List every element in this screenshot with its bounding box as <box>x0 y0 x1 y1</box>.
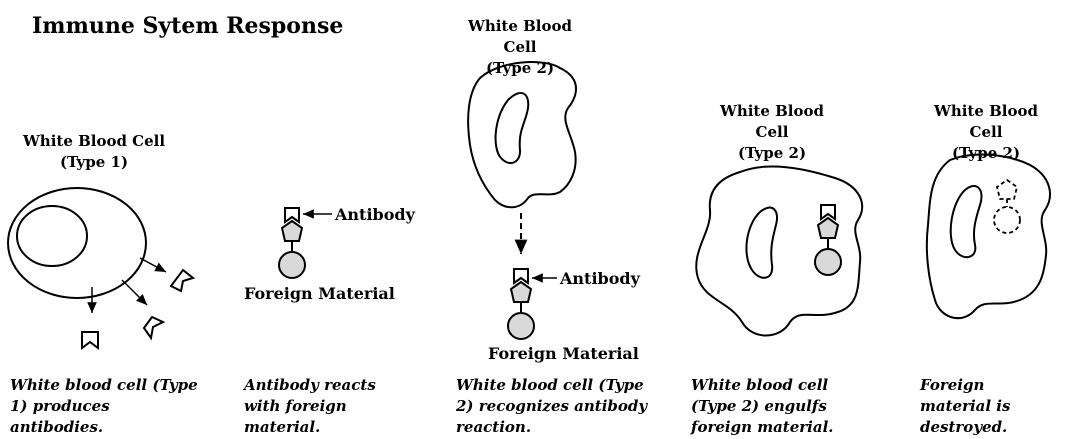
heading-line: White Blood Cell <box>10 131 178 152</box>
antibody-icon <box>511 269 531 302</box>
heading-line: White Blood Cell <box>916 101 1056 143</box>
heading-line: White Blood Cell <box>450 16 590 58</box>
antibody-label: Antibody <box>335 205 415 224</box>
heading-line: (Type 2) <box>702 143 842 164</box>
wbc-type2-engulfing-cell <box>696 166 862 335</box>
antibody-label: Antibody <box>560 269 640 288</box>
antibody-icon <box>282 208 302 241</box>
engulfed-foreign-material <box>815 249 841 275</box>
wbc-type1-cell <box>8 188 146 298</box>
caption-step-3: White blood cell (Type 2) recognizes ant… <box>456 375 656 438</box>
wbc-type1-heading: White Blood Cell (Type 1) <box>10 131 178 173</box>
heading-line: (Type 2) <box>450 58 590 79</box>
foreign-material-label: Foreign Material <box>244 284 395 303</box>
heading-line: (Type 2) <box>916 143 1056 164</box>
caption-step-4: White blood cell (Type 2) engulfs foreig… <box>691 375 871 438</box>
wbc-type2-cell <box>468 62 576 207</box>
foreign-material-particle <box>279 252 305 278</box>
wbc-type2-heading: White Blood Cell (Type 2) <box>702 101 842 164</box>
page-title: Immune Sytem Response <box>32 13 343 39</box>
wbc-type2-destroying-cell <box>927 155 1050 319</box>
foreign-material-label: Foreign Material <box>488 344 639 363</box>
caption-step-5: Foreign material is destroyed. <box>920 375 1030 438</box>
heading-line: (Type 1) <box>10 152 178 173</box>
wbc-type2-heading: White Blood Cell (Type 2) <box>450 16 590 79</box>
caption-step-1: White blood cell (Type 1) produces antib… <box>10 375 198 438</box>
heading-line: White Blood Cell <box>702 101 842 143</box>
wbc-type2-heading: White Blood Cell (Type 2) <box>916 101 1056 164</box>
caption-step-2: Antibody reacts with foreign material. <box>244 375 394 438</box>
foreign-material-particle <box>508 313 534 339</box>
